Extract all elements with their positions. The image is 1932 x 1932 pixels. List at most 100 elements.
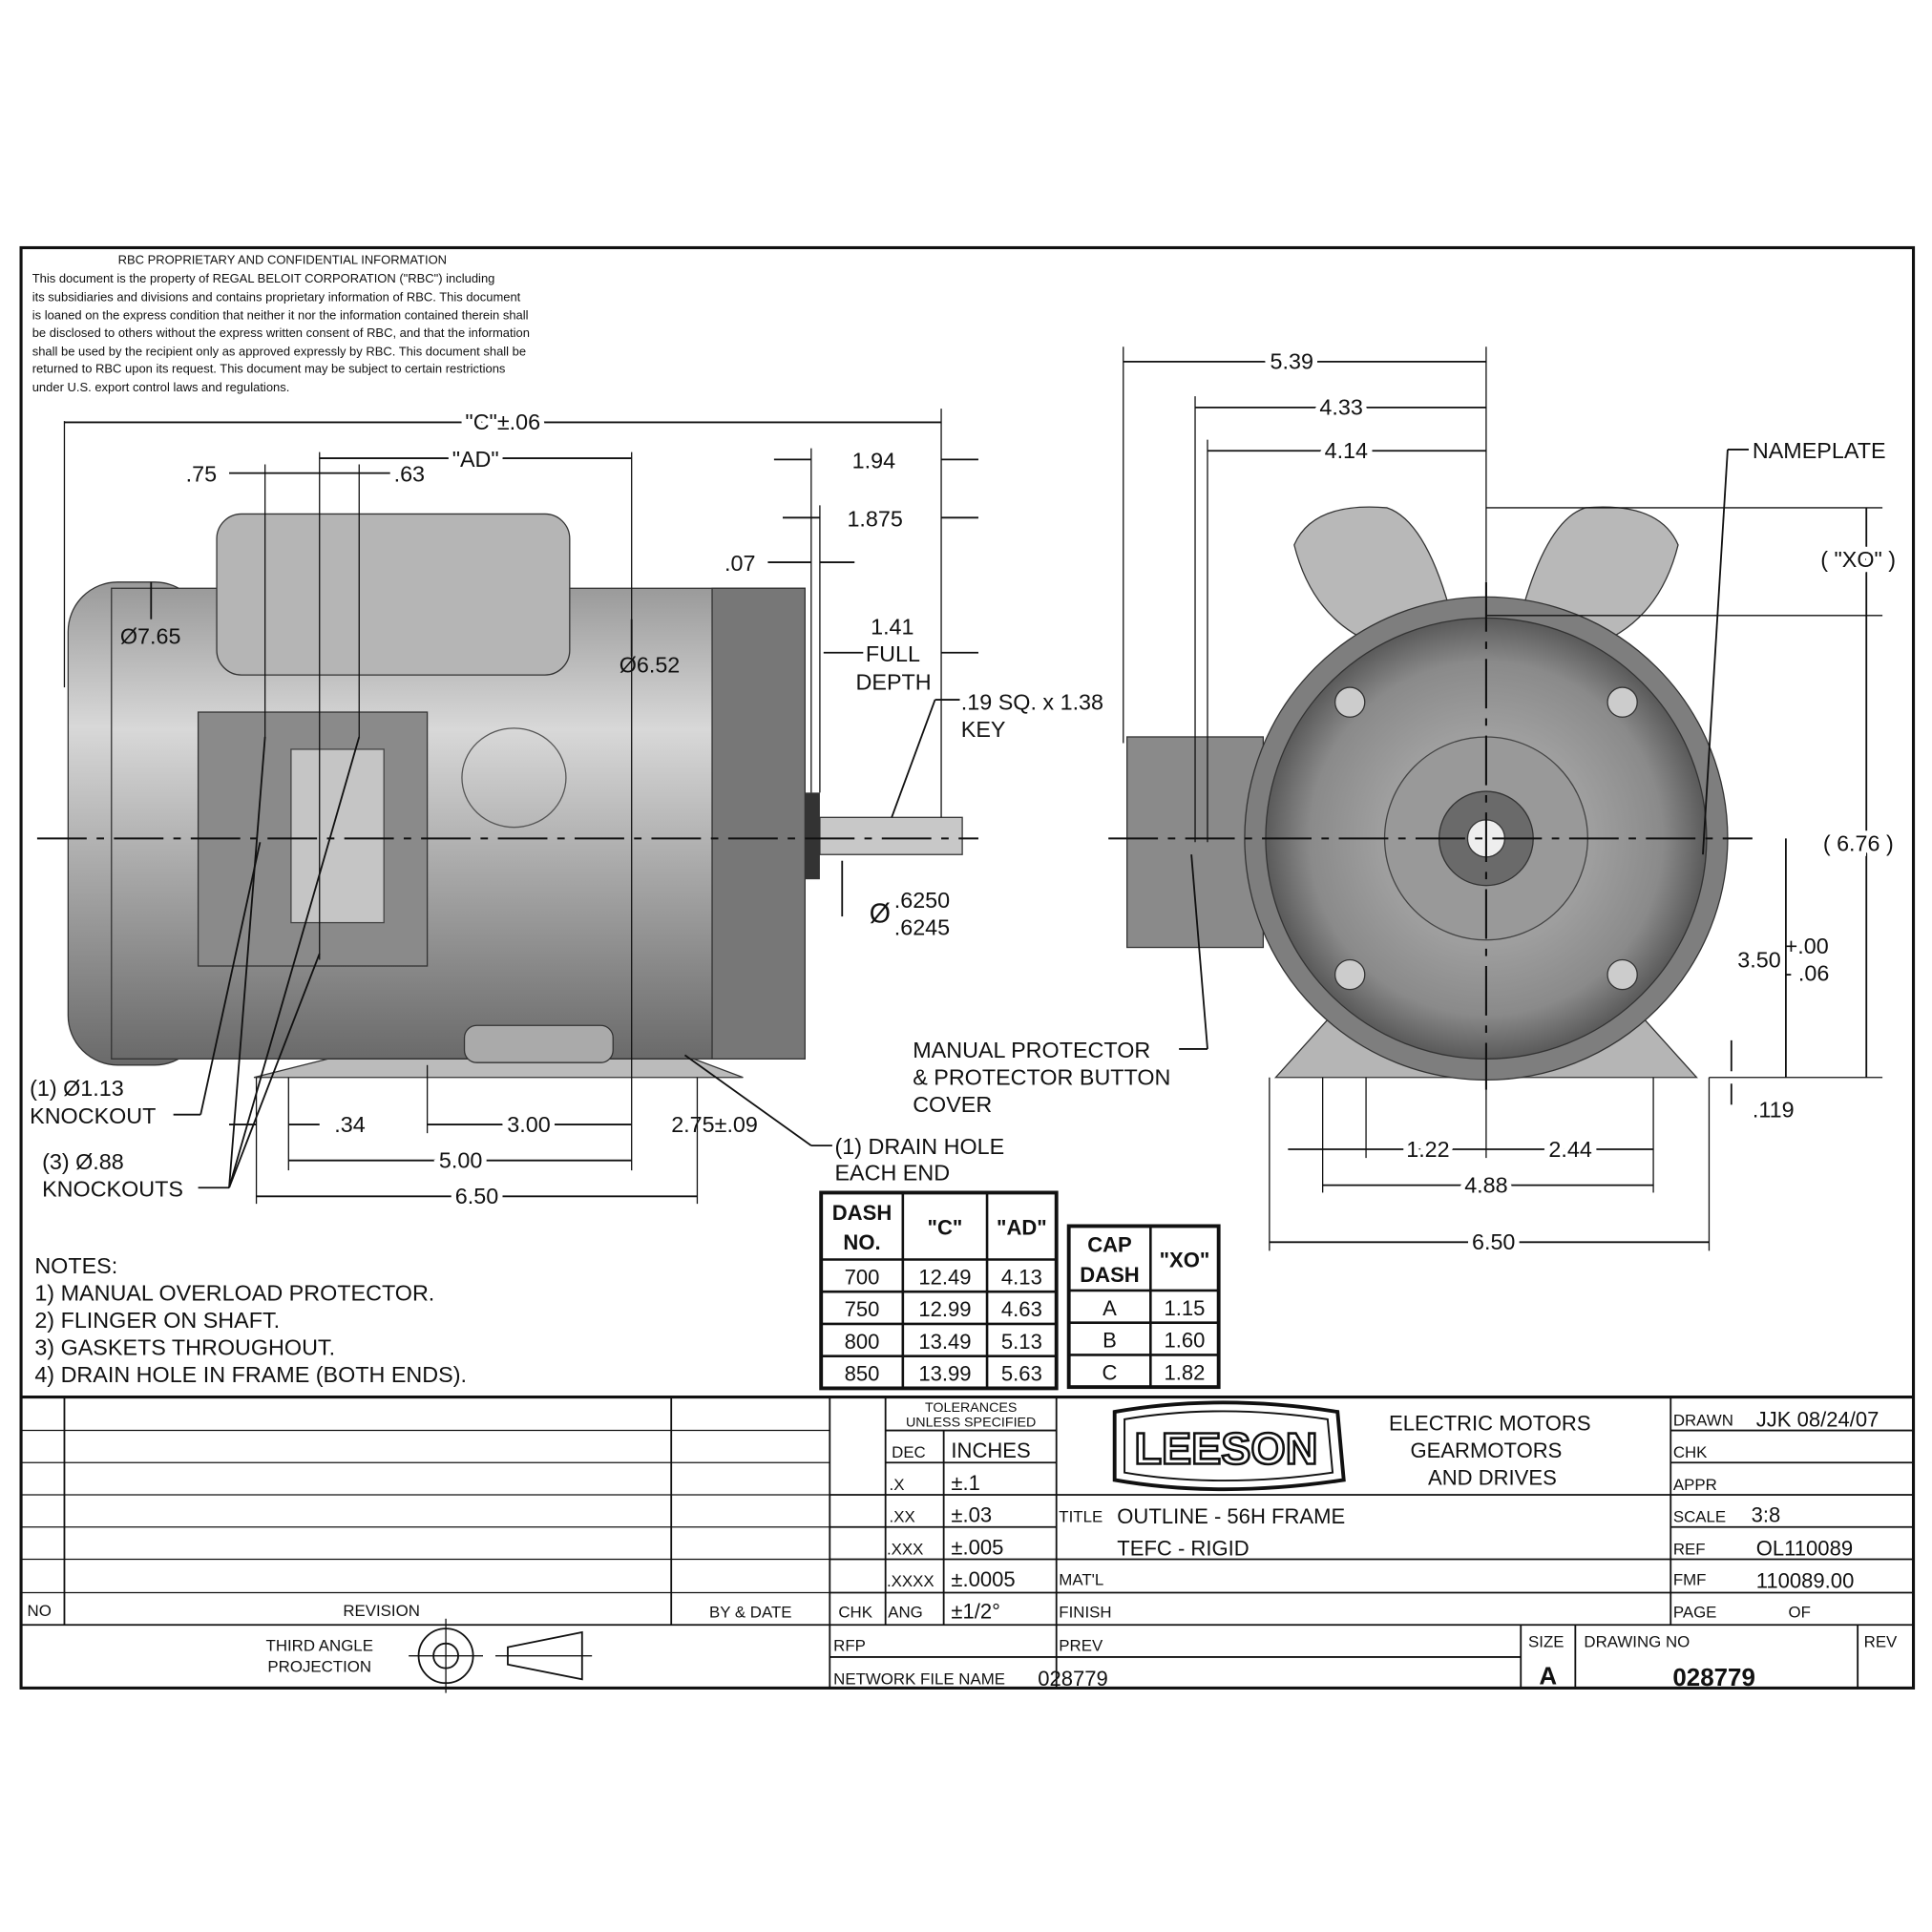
table-cell: 4.63 [1001,1297,1042,1321]
note: 3) GASKETS THROUGHOUT. [34,1334,335,1359]
tol-dec: .XXX [887,1540,923,1558]
table-border [1066,1224,1221,1390]
table-cell: 1.15 [1165,1296,1206,1320]
dim-244: 2.44 [1548,1137,1591,1162]
knockout1-label-2: KNOCKOUT [30,1103,156,1128]
dim-433: 4.33 [1319,395,1362,420]
table-header: "AD" [997,1216,1047,1240]
leeson-logo: LEESON [1112,1400,1346,1492]
shaft-dia-symbol: Ø [870,899,891,930]
drain-hole-label: (1) DRAIN HOLE [834,1134,1004,1159]
ref-label: REF [1673,1540,1706,1558]
table-cell: 700 [845,1265,880,1289]
motor-side-view [67,513,963,1079]
dim-141-full: FULL [866,641,920,666]
table-cell: 5.13 [1001,1330,1042,1354]
dec-label: DEC [892,1443,926,1461]
table-header: NO. [843,1230,880,1254]
tolerances-label-2: UNLESS SPECIFIED [906,1416,1036,1431]
dim-676: ( 6.76 ) [1823,830,1894,855]
dim-650-end: 6.50 [1472,1229,1515,1254]
chk-header: CHK [838,1603,872,1621]
company-line: AND DRIVES [1428,1466,1557,1490]
key-label-2: KEY [961,717,1006,742]
notice-line: its subsidiaries and divisions and conta… [32,289,521,304]
size-label: SIZE [1528,1633,1564,1651]
notice-line: returned to RBC upon its request. This d… [32,362,506,376]
drawn-label: DRAWN [1673,1411,1733,1429]
knockout1-label: (1) Ø1.13 [30,1076,124,1101]
notes: NOTES: 1) MANUAL OVERLOAD PROTECTOR. 2) … [34,1253,467,1387]
notice-line: shall be used by the recipient only as a… [32,344,526,358]
scale-value: 3:8 [1752,1503,1781,1527]
dim-141: 1.41 [871,614,914,639]
table-cell: B [1102,1329,1117,1353]
finish-label: FINISH [1059,1603,1111,1621]
dim-034: .34 [334,1112,365,1137]
protector-label: MANUAL PROTECTOR [913,1038,1150,1062]
dim-122: 1.22 [1406,1137,1449,1162]
table-cell: 12.99 [918,1297,971,1321]
rev-label: REV [1864,1633,1898,1651]
protector-label-2: & PROTECTOR BUTTON [913,1065,1170,1090]
drawn-value: JJK 08/24/07 [1756,1408,1880,1432]
table-cell: 13.49 [918,1330,971,1354]
nameplate-label: NAMEPLATE [1753,438,1886,463]
dim-ad: "AD" [452,447,499,472]
appr-label: APPR [1673,1476,1717,1494]
dim-650: 6.50 [455,1184,498,1208]
table-cell: 13.99 [918,1362,971,1386]
page-label: PAGE [1673,1603,1717,1621]
dim-xo: ( "XO" ) [1820,547,1896,572]
table-cell: 4.13 [1001,1265,1042,1289]
tol-dec: .X [890,1476,905,1494]
drawing-title: OUTLINE - 56H FRAME [1117,1504,1345,1528]
dim-350: 3.50 [1737,947,1780,972]
table-cell: 12.49 [918,1265,971,1289]
note: 1) MANUAL OVERLOAD PROTECTOR. [34,1280,434,1305]
notice-line: under U.S. export control laws and regul… [32,380,290,394]
side-view-dimensions: "C"±.06 "AD" .75 .63 1.94 1.875 .07 1.41… [30,405,1103,1213]
title-label: TITLE [1059,1508,1102,1526]
notice-line: be disclosed to others without the expre… [32,326,530,340]
projection-label-2: PROJECTION [267,1658,371,1676]
revision-header: REVISION [343,1602,420,1620]
dim-141-depth: DEPTH [856,670,932,695]
dim-075: .75 [186,462,217,487]
table-cell: 5.63 [1001,1362,1042,1386]
title-block: NO REVISION BY & DATE CHK TOLERANCES UNL… [21,1395,1914,1693]
knockout3-label-2: KNOCKOUTS [42,1176,183,1201]
company-line: ELECTRIC MOTORS [1389,1412,1591,1436]
shaft-dia-max: .6250 [894,888,950,913]
dim-275: 2.75±.09 [671,1112,758,1137]
tol-value: ±.0005 [951,1567,1015,1591]
tol-ang: ANG [888,1603,923,1621]
drawing-subtitle: TEFC - RIGID [1117,1537,1249,1561]
dim-c: "C"±.06 [465,410,540,434]
table-cell: 800 [845,1330,880,1354]
protector-label-3: COVER [913,1092,992,1117]
dim-500: 5.00 [439,1147,482,1172]
logo-text: LEESON [1134,1424,1317,1474]
of-label: OF [1788,1603,1810,1621]
dim-300: 3.00 [507,1112,550,1137]
motor-end-view [1126,506,1729,1082]
network-file-label: NETWORK FILE NAME [833,1670,1005,1689]
table-header: "C" [928,1216,963,1240]
table-header: "XO" [1160,1248,1210,1271]
dim-350-plus: +.00 [1785,934,1829,958]
by-date-header: BY & DATE [709,1603,792,1621]
proprietary-notice: RBC PROPRIETARY AND CONFIDENTIAL INFORMA… [32,252,530,394]
dim-dia-765: Ø7.65 [120,624,181,649]
dim-194: 1.94 [852,448,895,472]
ref-value: OL110089 [1756,1537,1853,1561]
dim-1875: 1.875 [847,506,902,531]
tol-value: ±.1 [951,1471,980,1495]
dim-dia-652: Ø6.52 [620,653,681,678]
fmf-value: 110089.00 [1756,1568,1855,1592]
drawing-border [19,245,1916,1690]
knockout3-label: (3) Ø.88 [42,1149,124,1174]
chk-label: CHK [1673,1443,1708,1461]
